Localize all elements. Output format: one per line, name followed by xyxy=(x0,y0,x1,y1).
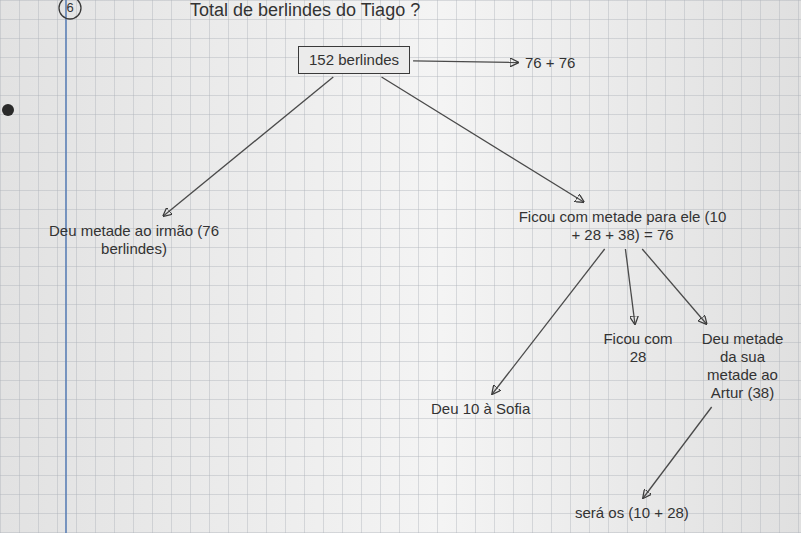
node-text: Deu metade da sua metade ao Artur (38) xyxy=(693,330,792,402)
number-circle xyxy=(59,0,81,19)
process-box: 152 berlindes xyxy=(298,46,410,74)
margin-line xyxy=(65,0,67,533)
arrow-connector xyxy=(625,249,635,324)
heading: Total de berlindes do Tiago ? xyxy=(190,0,420,21)
arrow-connector xyxy=(642,249,706,324)
binder-hole xyxy=(2,104,14,116)
callout-number: 6 xyxy=(62,0,78,16)
arrow-connector xyxy=(382,77,584,202)
arrow-connector xyxy=(643,407,711,498)
note-text: Ficou com 28 xyxy=(598,328,678,368)
node-text: 76 + 76 xyxy=(525,54,575,72)
arrow-connector xyxy=(413,61,518,63)
node-text: Ficou com metade para ele (10 + 28 + 38)… xyxy=(518,208,727,244)
note-text: Ficou com metade para ele (10 + 28 + 38)… xyxy=(515,206,730,246)
node-text: 152 berlindes xyxy=(309,51,399,69)
arrow-connector xyxy=(492,249,604,394)
note-text: Deu metade da sua metade ao Artur (38) xyxy=(690,328,795,404)
arrow-connector xyxy=(163,77,333,216)
note-text: será os (10 + 28) xyxy=(572,502,692,524)
node-text: Ficou com 28 xyxy=(601,330,675,366)
note-text: Deu 10 à Sofia xyxy=(428,398,533,420)
note-text: Deu metade ao irmão (76 berlindes) xyxy=(14,220,254,260)
node-text: Deu 10 à Sofia xyxy=(431,400,530,418)
note-text: 76 + 76 xyxy=(522,52,578,74)
node-text: será os (10 + 28) xyxy=(575,504,689,522)
node-text: Deu metade ao irmão (76 berlindes) xyxy=(17,222,251,258)
